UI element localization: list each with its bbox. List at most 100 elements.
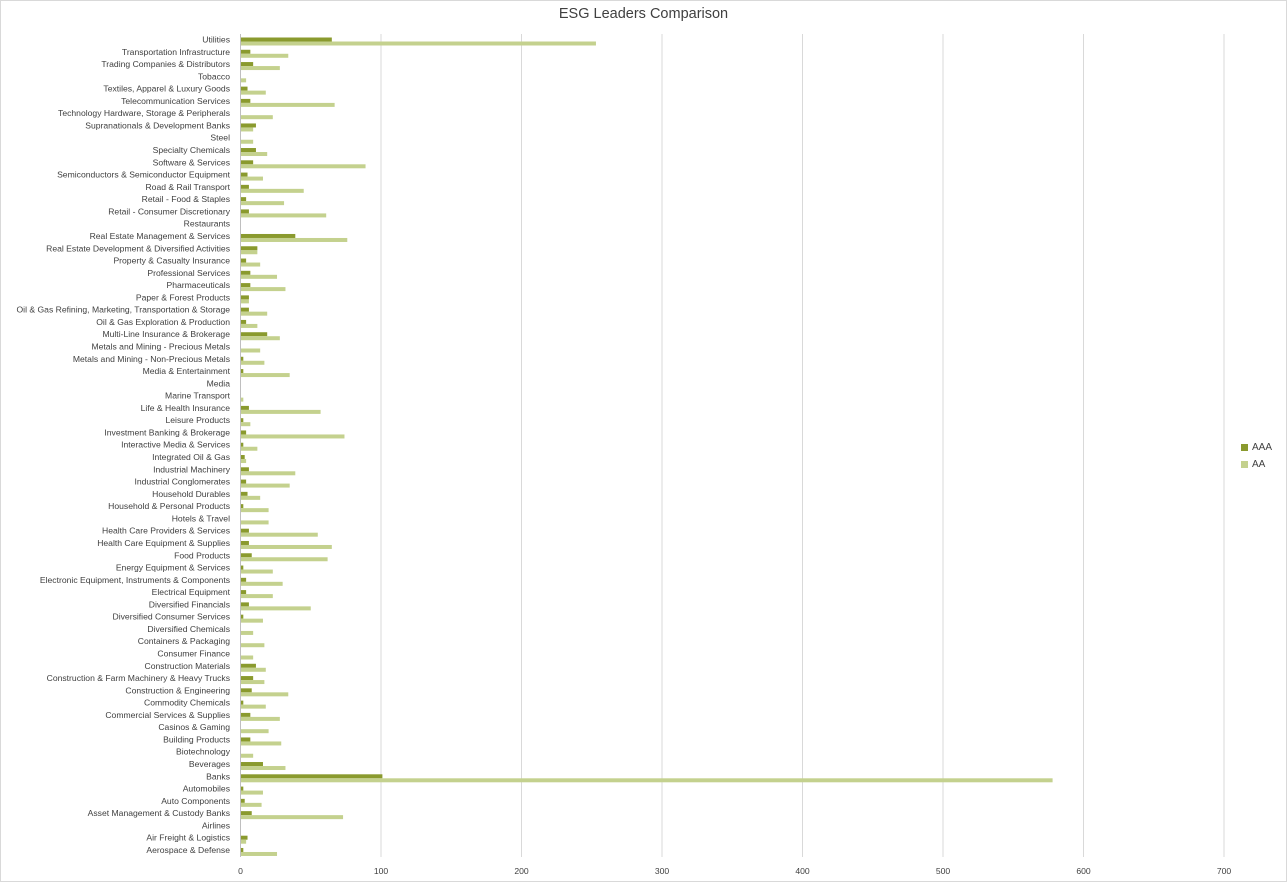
bar-aaa bbox=[240, 663, 256, 668]
category-label: Household & Personal Products bbox=[108, 501, 230, 511]
category-label: Aerospace & Defense bbox=[146, 845, 230, 855]
bar-aaa bbox=[240, 602, 249, 607]
bar-aa bbox=[240, 78, 247, 83]
bar-aa bbox=[240, 66, 280, 71]
category-label: Metals and Mining - Precious Metals bbox=[91, 342, 230, 352]
category-label: Consumer Finance bbox=[157, 649, 230, 659]
category-label: Textiles, Apparel & Luxury Goods bbox=[103, 84, 230, 94]
category-label: Tobacco bbox=[198, 71, 230, 81]
bar-aa bbox=[240, 716, 280, 721]
category-label: Food Products bbox=[174, 550, 230, 560]
bar-aa bbox=[240, 459, 247, 464]
bar-aaa bbox=[240, 197, 247, 202]
category-label: Casinos & Gaming bbox=[158, 722, 230, 732]
x-tick-label: 200 bbox=[514, 866, 529, 876]
category-label: Media & Entertainment bbox=[143, 366, 231, 376]
bar-aa bbox=[240, 274, 278, 279]
bar-aa bbox=[240, 483, 290, 488]
bar-aa bbox=[240, 680, 265, 685]
bar-aaa bbox=[240, 430, 247, 435]
bar-aaa bbox=[240, 455, 245, 460]
bar-aa bbox=[240, 618, 263, 623]
bar-aa bbox=[240, 53, 289, 58]
bar-aa bbox=[240, 606, 311, 611]
category-label: Real Estate Management & Services bbox=[90, 231, 230, 241]
category-label: Airlines bbox=[202, 820, 230, 830]
category-label: Property & Casualty Insurance bbox=[113, 256, 230, 266]
category-label: Electrical Equipment bbox=[152, 587, 231, 597]
x-tick-label: 400 bbox=[795, 866, 810, 876]
bar-aaa bbox=[240, 614, 244, 619]
bar-aa bbox=[240, 495, 261, 500]
category-label: Energy Equipment & Services bbox=[116, 563, 230, 573]
bar-aa bbox=[240, 692, 289, 697]
bar-aa bbox=[240, 851, 278, 856]
bar-aa bbox=[240, 802, 262, 807]
category-label: Multi-Line Insurance & Brokerage bbox=[102, 329, 230, 339]
category-label: Commercial Services & Supplies bbox=[105, 710, 230, 720]
bar-aa bbox=[240, 729, 269, 734]
category-label: Telecommunication Services bbox=[121, 96, 230, 106]
bars bbox=[240, 37, 1053, 856]
bar-aaa bbox=[240, 835, 248, 840]
bar-aa bbox=[240, 127, 254, 132]
bar-aaa bbox=[240, 676, 254, 681]
category-label: Marine Transport bbox=[165, 391, 231, 401]
category-label: Real Estate Development & Diversified Ac… bbox=[46, 243, 230, 253]
category-label: Specialty Chemicals bbox=[153, 145, 230, 155]
bar-aa bbox=[240, 753, 254, 758]
bar-aaa bbox=[240, 160, 254, 165]
bar-aaa bbox=[240, 209, 249, 214]
category-label: Industrial Machinery bbox=[153, 464, 231, 474]
bar-aa bbox=[240, 422, 251, 427]
bar-aa bbox=[240, 323, 258, 328]
category-label: Trading Companies & Distributors bbox=[101, 59, 230, 69]
bar-aa bbox=[240, 557, 328, 562]
x-tick-label: 700 bbox=[1217, 866, 1232, 876]
bar-aa bbox=[240, 262, 261, 267]
bar-aa bbox=[240, 139, 254, 144]
gridlines bbox=[380, 34, 1225, 857]
bar-aa bbox=[240, 360, 265, 365]
category-label: Construction & Farm Machinery & Heavy Tr… bbox=[47, 673, 230, 683]
bar-aa bbox=[240, 471, 296, 476]
category-label: Banks bbox=[206, 771, 230, 781]
bar-aa bbox=[240, 581, 283, 586]
category-label: Transportation Infrastructure bbox=[122, 47, 230, 57]
category-label: Electronic Equipment, Instruments & Comp… bbox=[40, 575, 230, 585]
category-label: Technology Hardware, Storage & Periphera… bbox=[58, 108, 230, 118]
bar-aaa bbox=[240, 98, 251, 103]
category-label: Asset Management & Custody Banks bbox=[88, 808, 230, 818]
bar-aaa bbox=[240, 798, 245, 803]
category-label: Professional Services bbox=[147, 268, 230, 278]
x-tick-label: 300 bbox=[655, 866, 670, 876]
bar-aa bbox=[240, 446, 258, 451]
bar-aa bbox=[240, 704, 266, 709]
category-label: Building Products bbox=[163, 734, 230, 744]
bar-aa bbox=[240, 201, 285, 206]
bar-aa bbox=[240, 164, 366, 169]
bar-aaa bbox=[240, 307, 249, 312]
bar-aaa bbox=[240, 246, 258, 251]
bar-aaa bbox=[240, 712, 251, 717]
category-label: Oil & Gas Exploration & Production bbox=[96, 317, 230, 327]
x-tick-label: 600 bbox=[1076, 866, 1091, 876]
bar-aaa bbox=[240, 123, 256, 128]
category-label: Biotechnology bbox=[176, 747, 231, 757]
bar-aaa bbox=[240, 283, 251, 288]
bar-aa bbox=[240, 766, 286, 771]
category-label: Life & Health Insurance bbox=[141, 403, 231, 413]
bar-aa bbox=[240, 90, 266, 95]
bar-aaa bbox=[240, 172, 248, 177]
category-label: Industrial Conglomerates bbox=[134, 477, 230, 487]
bar-aa bbox=[240, 336, 280, 341]
bar-aaa bbox=[240, 540, 249, 545]
bar-aa bbox=[240, 102, 335, 107]
bar-aa bbox=[240, 594, 273, 599]
bar-aaa bbox=[240, 847, 244, 852]
bar-aaa bbox=[240, 737, 251, 742]
category-label: Diversified Chemicals bbox=[147, 624, 230, 634]
category-label: Diversified Consumer Services bbox=[113, 612, 230, 622]
